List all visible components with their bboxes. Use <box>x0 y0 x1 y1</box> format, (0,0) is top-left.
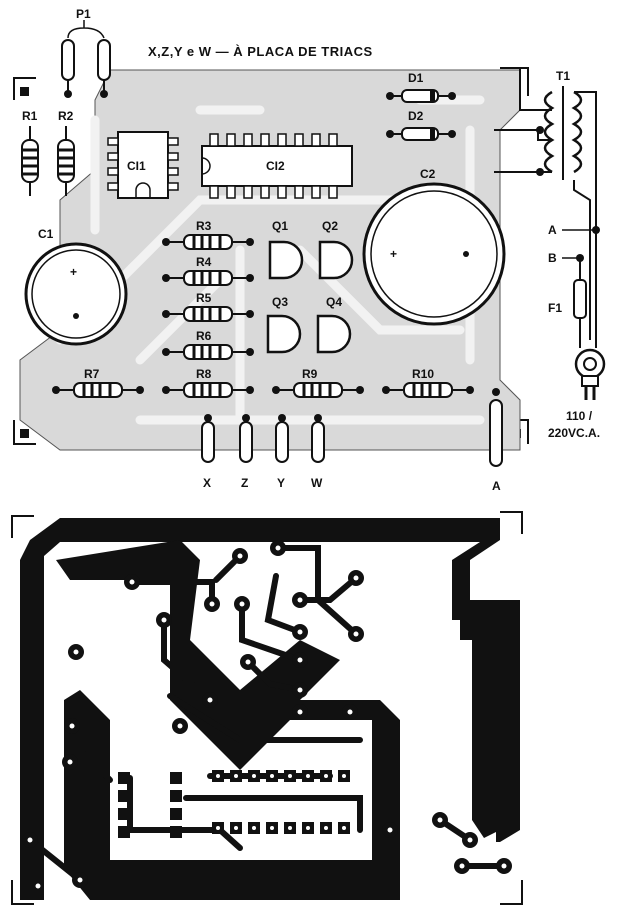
resistor-r6: R6 <box>162 329 254 360</box>
ic-ci2: CI2 <box>201 133 353 199</box>
resistor-r3: R3 <box>162 219 254 250</box>
output-leads: X Z Y W A <box>201 388 503 493</box>
svg-text:Q3: Q3 <box>272 295 288 309</box>
drill-holes <box>27 525 515 895</box>
svg-text:B: B <box>548 251 557 265</box>
header-title: X,Z,Y e W — À PLACA DE TRIACS <box>148 44 373 59</box>
mains-input: A B F1 110 / 220VC.A. <box>548 223 606 440</box>
svg-text:110 /: 110 / <box>566 409 593 423</box>
svg-text:C1: C1 <box>38 227 54 241</box>
svg-text:Q2: Q2 <box>322 219 338 233</box>
resistor-r1: R1 <box>21 109 39 196</box>
svg-text:R4: R4 <box>196 255 212 269</box>
output-x: X <box>203 476 211 490</box>
svg-text:T1: T1 <box>556 69 570 83</box>
svg-text:R9: R9 <box>302 367 318 381</box>
transistor-q4: Q4 <box>316 295 352 354</box>
transistor-q2: Q2 <box>318 219 354 280</box>
label-p1: P1 <box>76 7 91 21</box>
resistor-r2: R2 <box>57 109 75 196</box>
resistor-r7: R7 <box>52 367 144 398</box>
output-a: A <box>492 479 501 493</box>
resistor-r9: R9 <box>272 367 364 398</box>
pot-p1: P1 <box>61 7 111 98</box>
resistor-r4: R4 <box>162 255 254 286</box>
resistor-r5: R5 <box>162 291 254 322</box>
output-y: Y <box>277 476 285 490</box>
copper-layout <box>11 511 523 905</box>
svg-text:+: + <box>390 247 397 261</box>
diode-d2: D2 <box>386 109 456 141</box>
component-layout: X,Z,Y e W — À PLACA DE TRIACS P1 R1 R2 <box>13 7 606 493</box>
svg-text:D2: D2 <box>408 109 424 123</box>
svg-text:220VC.A.: 220VC.A. <box>548 426 600 440</box>
trace-ground-spine <box>56 540 400 900</box>
capacitor-c2: C2 + <box>362 167 506 326</box>
svg-text:R7: R7 <box>84 367 100 381</box>
ic-pad-rows <box>118 770 350 838</box>
corner-marks-bottom <box>11 511 523 905</box>
svg-text:C2: C2 <box>420 167 436 181</box>
svg-text:D1: D1 <box>408 71 424 85</box>
trace-right-bus <box>460 620 500 838</box>
svg-text:R1: R1 <box>22 109 38 123</box>
svg-text:+: + <box>70 265 77 279</box>
transistor-q1: Q1 <box>268 219 304 280</box>
resistor-r10: R10 <box>382 367 474 398</box>
svg-text:R5: R5 <box>196 291 212 305</box>
svg-text:R3: R3 <box>196 219 212 233</box>
diode-d1: D1 <box>386 71 456 103</box>
svg-text:A: A <box>548 223 557 237</box>
capacitor-c1: C1 + <box>24 227 128 346</box>
svg-text:CI2: CI2 <box>266 159 285 173</box>
svg-text:Q1: Q1 <box>272 219 288 233</box>
svg-text:R6: R6 <box>196 329 212 343</box>
svg-text:R10: R10 <box>412 367 434 381</box>
output-z: Z <box>241 476 248 490</box>
output-w: W <box>311 476 323 490</box>
resistor-r8: R8 <box>162 367 254 398</box>
thin-traces <box>27 545 507 883</box>
svg-text:R2: R2 <box>58 109 74 123</box>
trace-frame <box>20 518 520 900</box>
ic-ci1: CI1 <box>107 131 179 199</box>
label-f1: F1 <box>548 301 562 315</box>
svg-text:R8: R8 <box>196 367 212 381</box>
svg-text:CI1: CI1 <box>127 159 146 173</box>
svg-text:Q4: Q4 <box>326 295 342 309</box>
transistor-q3: Q3 <box>266 295 302 354</box>
